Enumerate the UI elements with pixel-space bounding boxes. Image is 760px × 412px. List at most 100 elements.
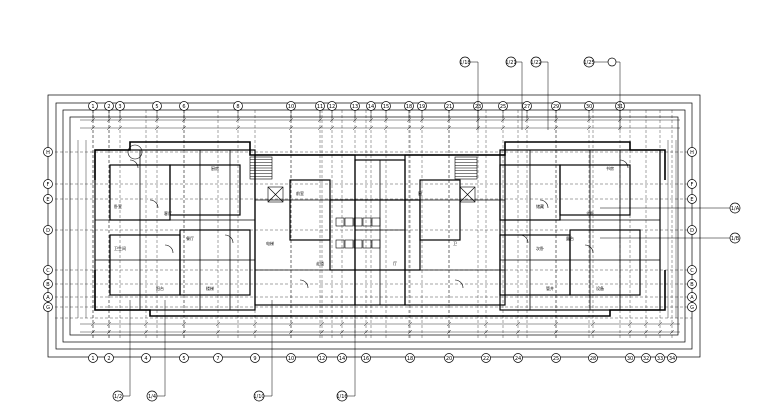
svg-text:G: G (690, 305, 694, 311)
svg-text:H: H (690, 150, 694, 156)
svg-text:1/B: 1/B (731, 236, 740, 242)
svg-text:6: 6 (182, 104, 185, 110)
svg-text:H: H (46, 150, 50, 156)
svg-text:8: 8 (236, 104, 239, 110)
top-axis-bubble: 25 (498, 101, 508, 111)
top-axis-bubble: 21 (444, 101, 454, 111)
svg-text:1/4: 1/4 (148, 394, 156, 400)
top-axis-bubble: 6 (179, 101, 189, 111)
top-axis-bubble: 8 (233, 101, 243, 111)
svg-text:1: 1 (91, 356, 94, 362)
top-axis-bubble: 13 (350, 101, 360, 111)
bottom-axis-bubble: 22 (481, 353, 491, 363)
bottom-callout: 1/10 (253, 390, 265, 402)
top-axis-bubble: 27 (522, 101, 532, 111)
svg-text:11: 11 (317, 104, 323, 110)
building-walls (94, 141, 666, 317)
top-axis-bubble: 30 (584, 101, 594, 111)
left-axis-bubble: F (43, 179, 53, 189)
svg-text:25: 25 (553, 356, 559, 362)
svg-text:18: 18 (407, 356, 413, 362)
svg-text:4: 4 (144, 356, 147, 362)
room-label: 储藏 (536, 203, 544, 209)
top-axis-bubble: 29 (551, 101, 561, 111)
room-label: 卫 (453, 241, 457, 246)
bottom-axis-bubble: 5 (179, 353, 189, 363)
stair-elevator-cores (127, 144, 629, 289)
right-axis-bubble: G (687, 302, 697, 312)
svg-text:20: 20 (446, 356, 452, 362)
svg-text:1/22: 1/22 (530, 60, 541, 66)
svg-text:9: 9 (253, 356, 256, 362)
svg-text:2: 2 (107, 356, 110, 362)
svg-text:1/A: 1/A (731, 206, 740, 212)
svg-text:22: 22 (483, 356, 489, 362)
bottom-callout: 1/2 (112, 390, 124, 402)
svg-text:D: D (46, 228, 50, 234)
svg-text:13: 13 (352, 104, 358, 110)
bottom-axis-bubble: 32 (641, 353, 651, 363)
svg-text:29: 29 (553, 104, 559, 110)
room-label: 前室 (296, 190, 304, 196)
svg-text:C: C (46, 268, 50, 274)
room-label: 书房 (606, 165, 614, 171)
svg-text:5: 5 (182, 356, 185, 362)
svg-text:19: 19 (419, 104, 425, 110)
room-label: 阳台 (156, 285, 164, 291)
room-label: 厨 (418, 190, 422, 196)
room-label: 楼梯 (206, 285, 214, 291)
bottom-callout: 1/16 (336, 390, 348, 402)
top-axis-bubble: 10 (286, 101, 296, 111)
svg-text:18: 18 (406, 104, 412, 110)
svg-text:10: 10 (288, 356, 294, 362)
top-axis-bubble: 14 (366, 101, 376, 111)
svg-text:B: B (690, 282, 694, 288)
svg-text:1/21: 1/21 (505, 60, 516, 66)
svg-text:3: 3 (118, 104, 121, 110)
top-axis-bubble: 15 (381, 101, 391, 111)
right-axis-bubble: F (687, 179, 697, 189)
room-label: 走道 (316, 260, 324, 266)
right-axis-bubble: D (687, 225, 697, 235)
left-axis-bubble: A (43, 292, 53, 302)
svg-text:12: 12 (329, 104, 335, 110)
svg-text:14: 14 (339, 356, 345, 362)
top-callout: 1/22 (530, 56, 542, 68)
svg-text:10: 10 (288, 104, 294, 110)
right-axis-bubble: H (687, 147, 697, 157)
top-axis-bubble: 1 (88, 101, 98, 111)
room-label: 客厅 (164, 210, 172, 216)
svg-text:2: 2 (107, 104, 110, 110)
svg-text:E: E (690, 197, 693, 203)
room-label: 次卧 (536, 245, 544, 251)
svg-text:33: 33 (657, 356, 663, 362)
svg-text:28: 28 (590, 356, 596, 362)
svg-text:24: 24 (515, 356, 521, 362)
room-label: 餐厅 (186, 235, 194, 241)
svg-text:1/25: 1/25 (583, 60, 594, 66)
left-axis-bubble: C (43, 265, 53, 275)
bottom-axis-bubble: 7 (213, 353, 223, 363)
bottom-axis-bubble: 30 (625, 353, 635, 363)
room-label: 露台 (566, 235, 574, 241)
top-axis-bubble: 18 (404, 101, 414, 111)
svg-text:15: 15 (383, 104, 389, 110)
top-axis-bubble: 3 (115, 101, 125, 111)
bottom-axis-bubble: 16 (361, 353, 371, 363)
left-axis-bubble: B (43, 279, 53, 289)
left-axis-bubble: H (43, 147, 53, 157)
svg-text:1: 1 (91, 104, 94, 110)
svg-text:27: 27 (524, 104, 530, 110)
room-label: 主卧 (586, 210, 594, 216)
room-label: 卧室 (114, 203, 122, 209)
svg-text:5: 5 (155, 104, 158, 110)
left-axis-bubble: G (43, 302, 53, 312)
bottom-axis-bubble: 28 (588, 353, 598, 363)
bottom-axis-bubble: 9 (250, 353, 260, 363)
svg-text:C: C (690, 268, 694, 274)
right-axis-bubble: C (687, 265, 697, 275)
